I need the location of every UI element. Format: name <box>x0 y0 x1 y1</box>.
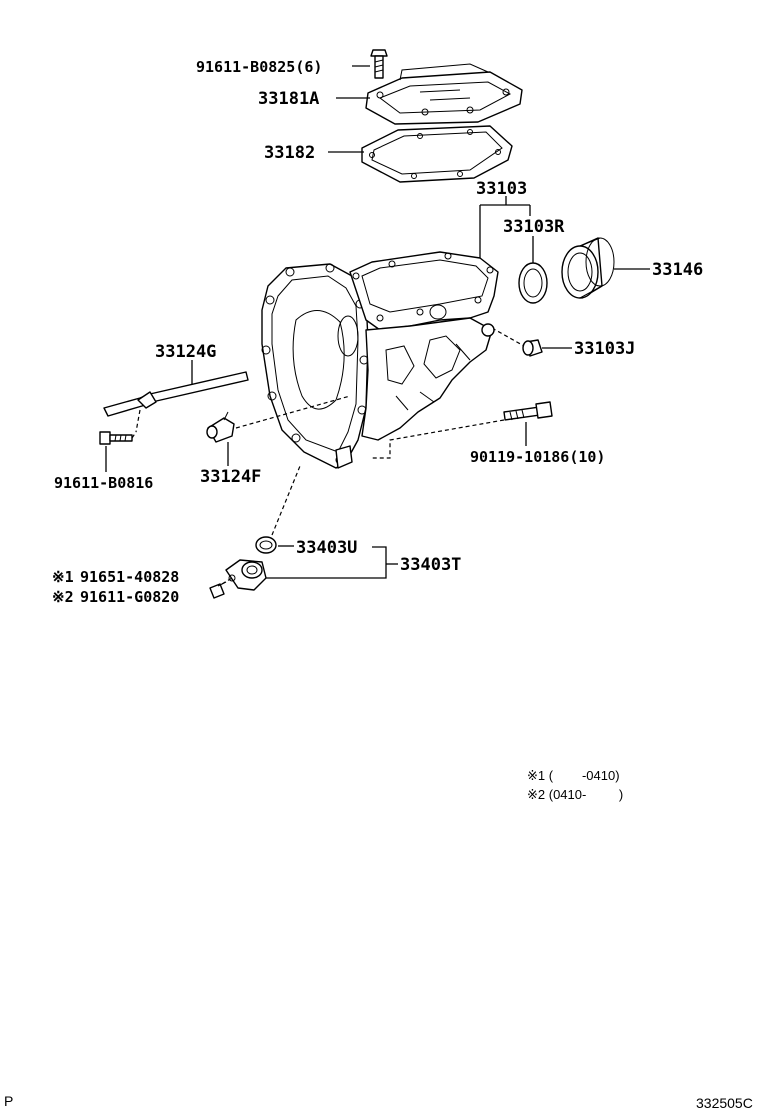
dash-plug <box>491 327 525 347</box>
dash-guide <box>235 395 351 429</box>
case-bolt-part <box>503 401 553 421</box>
label-sleeve: 33146 <box>652 260 703 280</box>
marker-1: ※1 <box>52 568 74 586</box>
label-oring: 33403U <box>296 538 357 558</box>
label-bolt-n2: 91611-G0820 <box>80 588 179 606</box>
note-2: ※2 (0410- ) <box>527 787 623 802</box>
sleeve-part <box>561 237 615 299</box>
dash-oring <box>271 465 301 536</box>
label-guide: 33124F <box>200 467 261 487</box>
label-case-bolt: 90119-10186(10) <box>470 448 605 466</box>
dash-gauge <box>135 409 141 433</box>
dash-sleeve-bolt <box>221 577 233 585</box>
label-plug: 33103J <box>574 339 635 359</box>
corner-left-code: P <box>4 1093 13 1109</box>
sleeve-bolt-part <box>209 581 227 599</box>
label-bolt-top: 91611-B0825(6) <box>196 58 322 76</box>
diagram-id: 332505C <box>696 1095 753 1111</box>
label-gasket: 33182 <box>264 143 315 163</box>
gauge-guide-part <box>206 411 235 443</box>
gauge-bolt-part <box>99 431 133 445</box>
cover-part <box>365 63 523 125</box>
plug-part <box>522 339 543 357</box>
dash-case-bolt <box>370 419 505 459</box>
bracket-sleeve-assy <box>266 546 387 579</box>
gasket-part <box>361 125 513 183</box>
label-bolt-n1: 91651-40828 <box>80 568 179 586</box>
label-sleeve-assy: 33403T <box>400 555 461 575</box>
label-case-assy: 33103 <box>476 179 527 199</box>
label-gauge-bolt: 91611-B0816 <box>54 474 153 492</box>
dash-gauge-bolt <box>131 431 137 439</box>
transmission-case-part <box>261 251 499 469</box>
marker-2: ※2 <box>52 588 74 606</box>
oring-part <box>255 536 277 554</box>
label-gauge: 33124G <box>155 342 216 362</box>
note-1: ※1 ( -0410) <box>527 768 620 783</box>
label-seal: 33103R <box>503 217 565 237</box>
seal-part <box>518 262 548 304</box>
sleeve-assy-part <box>225 559 267 591</box>
level-gauge-part <box>103 371 249 417</box>
top-bolt-part <box>370 49 388 79</box>
label-cover: 33181A <box>258 89 319 109</box>
